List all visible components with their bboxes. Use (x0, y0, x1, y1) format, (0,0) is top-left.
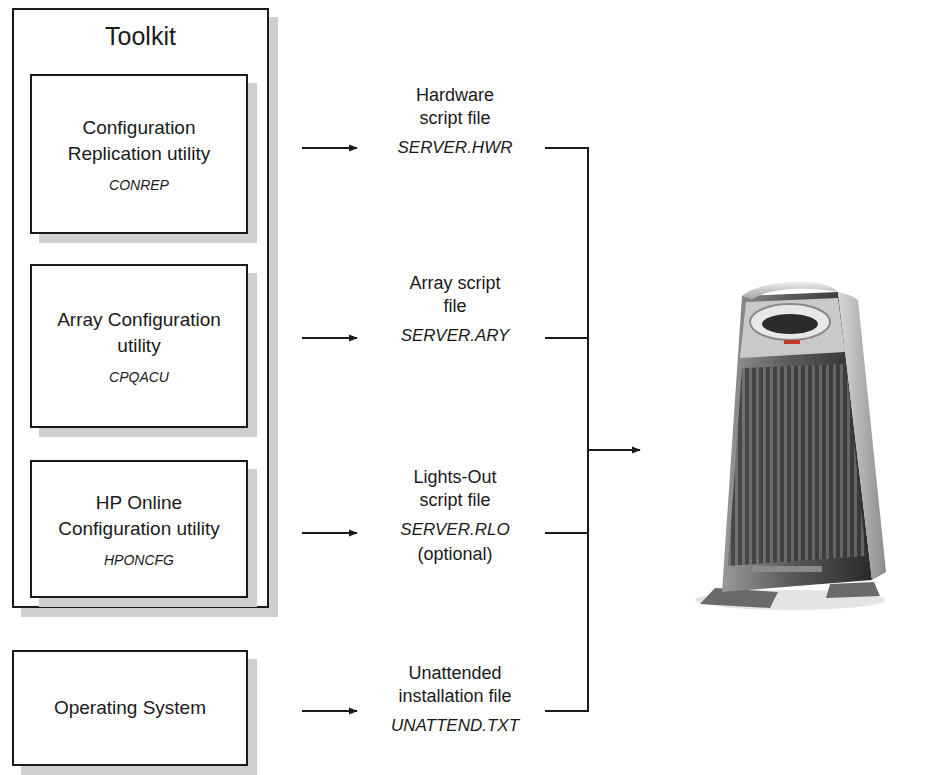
merge-bracket (545, 147, 640, 712)
file-description: Unattended installation file (375, 662, 535, 709)
file-description: Array script file (409, 272, 501, 319)
file-description: Lights-Out script file (394, 466, 516, 513)
server-illustration (695, 282, 886, 610)
file-description: Hardware script file (394, 84, 516, 131)
node-content: Configuration Replication utilityCONREP (32, 76, 246, 232)
note: (optional) (375, 543, 535, 566)
file-arrows (302, 148, 357, 711)
node-content: Operating System (14, 652, 246, 764)
utility-name: Array Configuration utility (46, 307, 232, 358)
utility-box: Array Configuration utilityCPQACU (30, 264, 248, 428)
group-title: Toolkit (14, 22, 267, 51)
utility-box: Configuration Replication utilityCONREP (30, 74, 248, 234)
utility-name: Configuration Replication utility (46, 115, 232, 166)
utility-name: HP Online Configuration utility (46, 490, 232, 541)
command-name: HPONCFG (104, 552, 174, 568)
utility-name: Operating System (54, 695, 206, 721)
command-name: CONREP (109, 177, 169, 193)
utility-box: HP Online Configuration utilityHPONCFG (30, 460, 248, 598)
os-box: Operating System (12, 650, 248, 766)
file-name: UNATTEND.TXT (370, 715, 540, 737)
node-content: HP Online Configuration utilityHPONCFG (32, 462, 246, 596)
command-name: CPQACU (109, 369, 169, 385)
toolkit-group: ToolkitConfiguration Replication utility… (12, 8, 269, 608)
file-name: SERVER.RLO (375, 519, 535, 541)
node-content: Array Configuration utilityCPQACU (32, 266, 246, 426)
file-name: SERVER.HWR (375, 137, 535, 159)
file-name: SERVER.ARY (375, 325, 535, 347)
